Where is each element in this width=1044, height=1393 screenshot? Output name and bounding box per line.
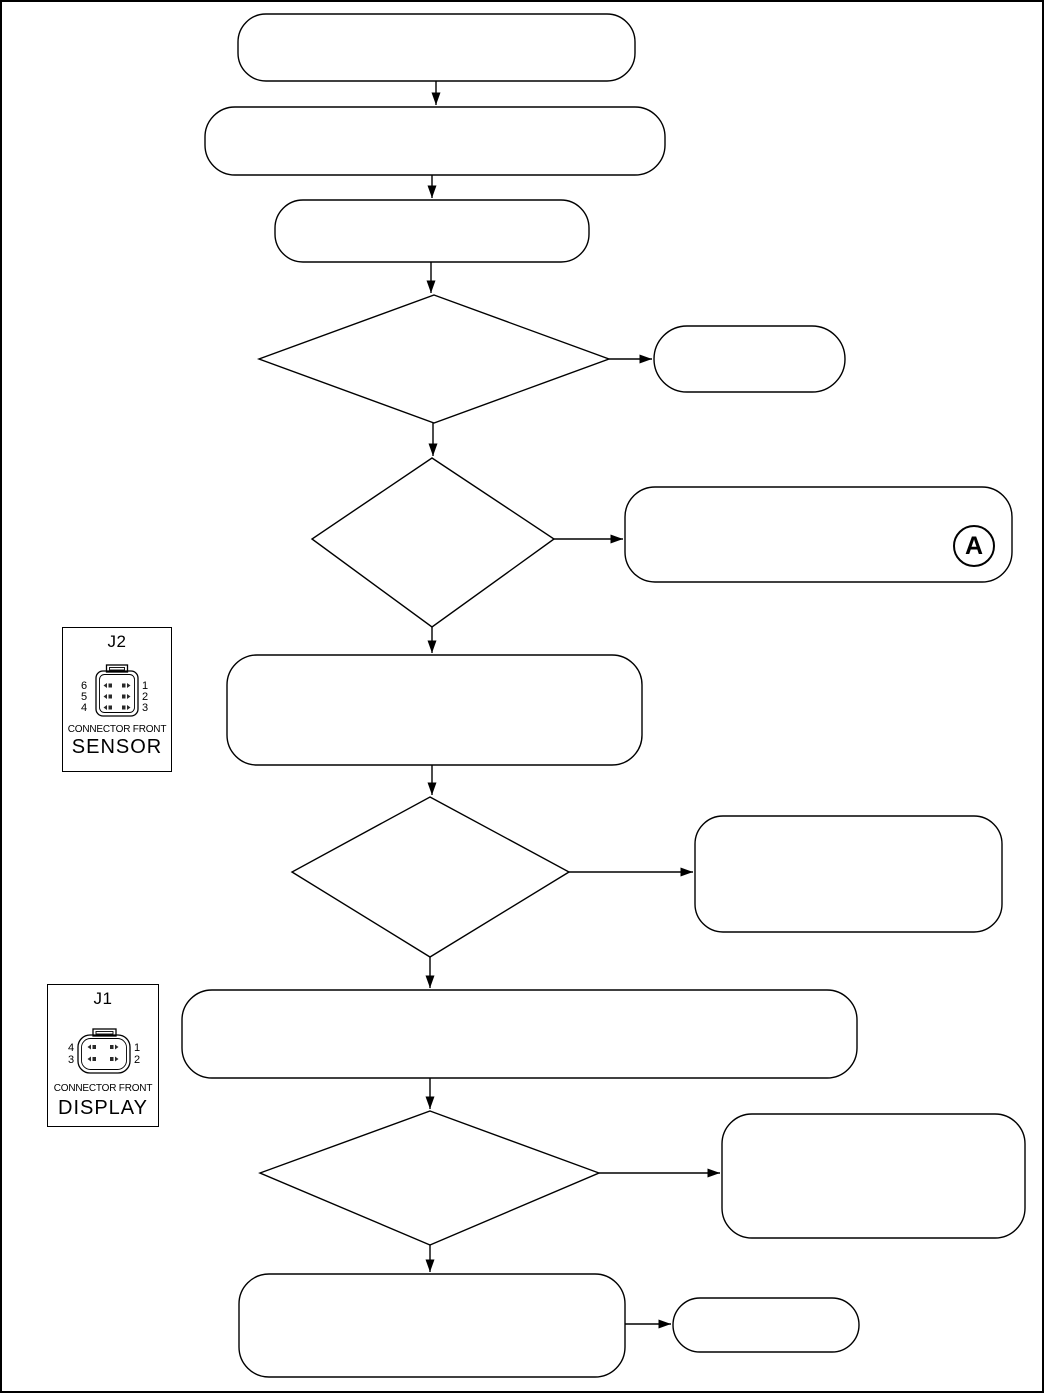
j1-pin-1 (110, 1044, 119, 1050)
offpage-result-box (624, 486, 1013, 583)
process-box-2 (274, 199, 590, 263)
process-box-3 (226, 654, 643, 766)
j2-legend-box: J2 6 5 4 1 2 3 CONNECTOR FRONT SENSOR (62, 627, 172, 772)
j1-device-name: DISPLAY (58, 1097, 148, 1119)
j1-connector-tab-inner (95, 1031, 114, 1035)
j2-pin-label-4: 4 (81, 702, 87, 714)
j1-connector-tab (92, 1028, 117, 1037)
result-box-4 (721, 1113, 1026, 1239)
process-box-5 (238, 1273, 626, 1378)
j2-pin-6 (103, 683, 112, 688)
j1-pin-2 (110, 1056, 119, 1062)
j2-device-name: SENSOR (71, 736, 163, 758)
j2-caption: CONNECTOR FRONT (67, 724, 167, 735)
j1-connector-body (77, 1034, 131, 1074)
start-terminator (237, 13, 636, 82)
j1-connector-body-inner (81, 1038, 127, 1070)
j1-connector-drawing: 4 3 1 2 (68, 1028, 140, 1074)
j2-pin-label-2: 2 (142, 691, 148, 703)
decision-diamond-4 (258, 1110, 601, 1246)
j1-pin-3 (87, 1056, 96, 1062)
j2-pin-5 (103, 694, 112, 699)
j2-pin-label-3: 3 (142, 702, 148, 714)
j1-pin-label-1: 1 (134, 1042, 140, 1054)
offpage-connector-a: A (953, 525, 995, 567)
result-box-3 (694, 815, 1003, 933)
j1-pin-4 (87, 1044, 96, 1050)
result-terminator-1 (653, 325, 846, 393)
j2-connector-body (95, 670, 139, 717)
j2-pin-label-1: 1 (142, 680, 148, 692)
j1-pin-label-4: 4 (68, 1042, 74, 1054)
j2-pin-label-5: 5 (81, 691, 87, 703)
process-box-4-wide (181, 989, 858, 1079)
j1-caption: CONNECTOR FRONT (53, 1083, 153, 1094)
j1-pin-label-3: 3 (68, 1054, 74, 1066)
process-box-1 (204, 106, 666, 176)
j2-connector-tab (105, 664, 129, 673)
j2-pin-label-6: 6 (81, 680, 87, 692)
j1-title: J1 (93, 989, 113, 1008)
j1-legend-box: J1 4 3 1 2 CONNECTOR FRONT DISPLAY (47, 984, 159, 1127)
j2-pin-4 (103, 705, 112, 710)
decision-diamond-3 (290, 796, 571, 958)
j2-pin-2 (122, 694, 131, 699)
j1-pin-label-2: 2 (134, 1054, 140, 1066)
j2-title: J2 (107, 632, 127, 651)
j2-connector-drawing: 6 5 4 1 2 3 (81, 664, 148, 717)
j2-connector-body-inner (99, 674, 135, 713)
j2-pin-3 (122, 705, 131, 710)
j2-connector-tab-inner (109, 667, 125, 671)
decision-diamond-2 (310, 457, 556, 628)
j2-pin-1 (122, 683, 131, 688)
decision-diamond-1 (256, 294, 612, 424)
end-terminator (672, 1297, 860, 1353)
